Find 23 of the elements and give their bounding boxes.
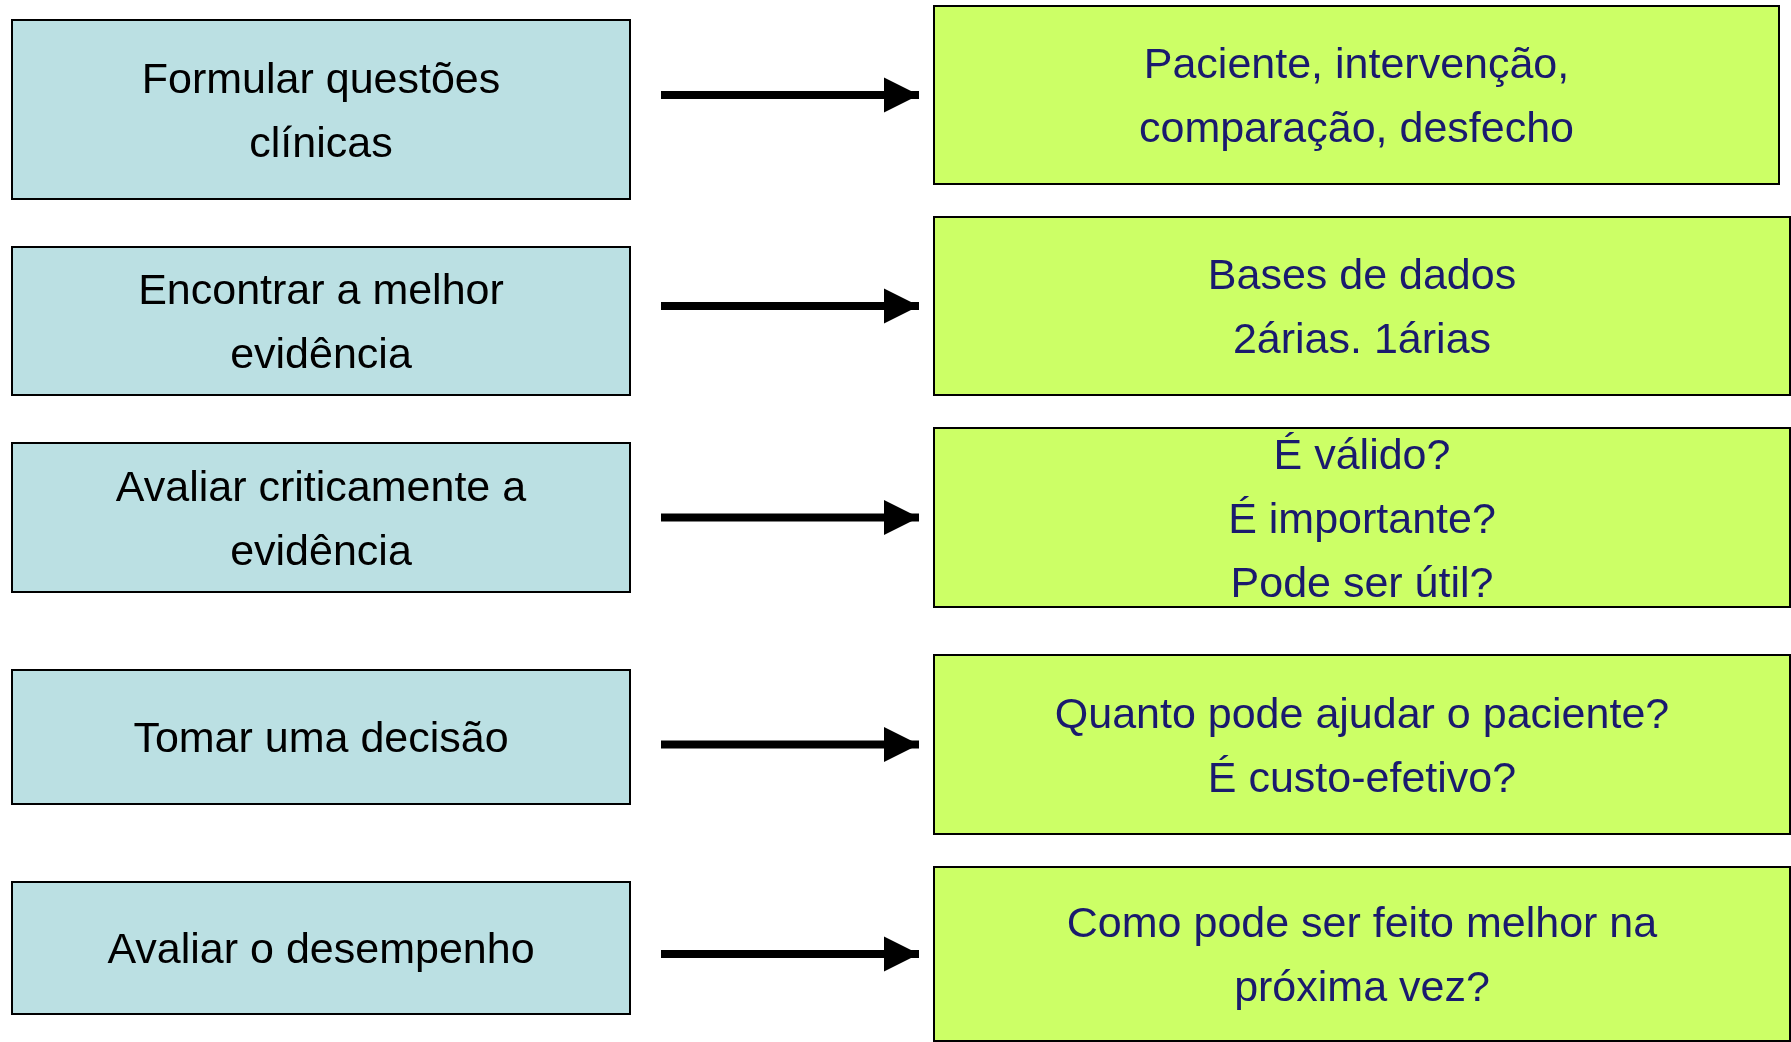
box-text: Bases de dados 2árias. 1árias xyxy=(1206,249,1518,364)
box-text: Formular questões clínicas xyxy=(140,52,502,168)
box-text: Encontrar a melhor evidência xyxy=(137,264,505,379)
box-text: Paciente, intervenção, comparação, desfecho xyxy=(1137,38,1575,153)
step-box xyxy=(11,246,631,396)
answer-box xyxy=(933,654,1791,835)
box-text: É custo-efetivo? xyxy=(1207,751,1517,803)
step-box xyxy=(11,19,631,200)
step-box xyxy=(11,881,631,1015)
box-text: Tomar uma decisão xyxy=(133,712,509,763)
answer-box xyxy=(933,5,1780,185)
box-text: É válido? xyxy=(1273,428,1451,480)
box-text: Como pode ser feito melhor na próxima vez? xyxy=(1065,897,1659,1012)
box-text: Pode ser útil? xyxy=(1230,556,1494,608)
box-text: Quanto pode ajudar o paciente? xyxy=(1054,687,1670,739)
box-text: É importante? xyxy=(1228,492,1496,544)
box-text: Avaliar criticamente a evidência xyxy=(114,460,528,576)
answer-box xyxy=(933,427,1791,608)
answer-box xyxy=(933,866,1791,1042)
step-box xyxy=(11,669,631,805)
step-box xyxy=(11,442,631,593)
answer-box xyxy=(933,216,1791,396)
box-text: Avaliar o desempenho xyxy=(107,923,535,974)
